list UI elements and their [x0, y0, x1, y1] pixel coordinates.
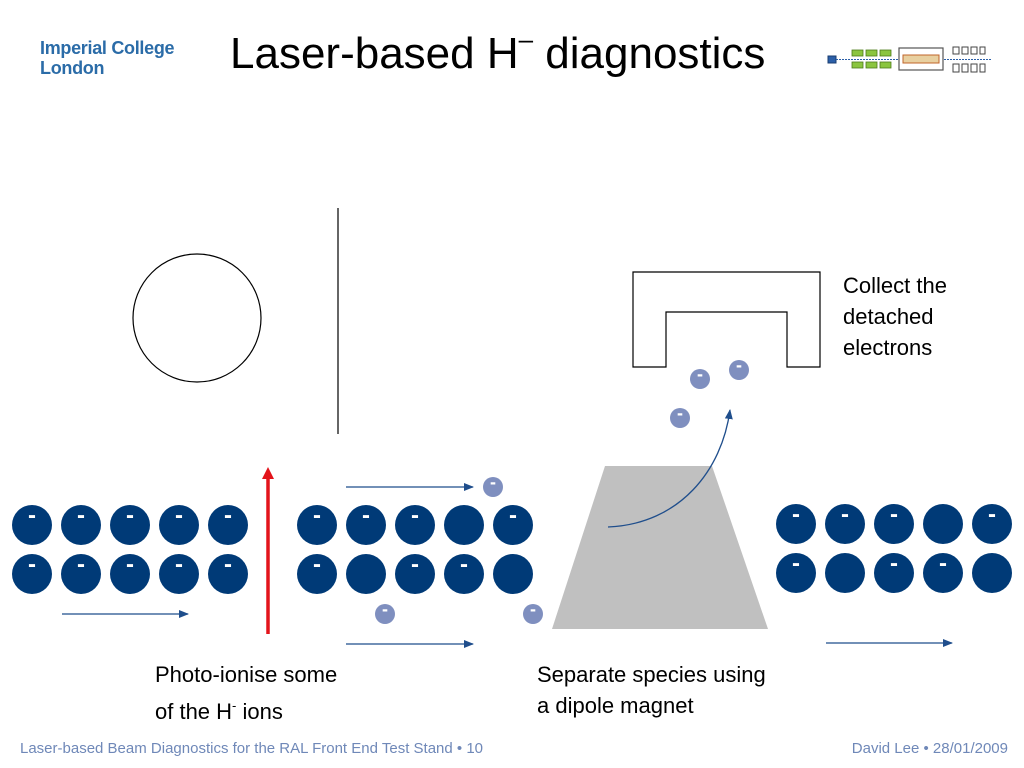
title-suffix: diagnostics: [533, 29, 766, 78]
h-minus-ion: -: [825, 501, 865, 544]
title-superscript: –: [518, 24, 534, 54]
detached-electron: -: [670, 403, 690, 428]
electron-charge-label: -: [530, 599, 536, 619]
neutral-h-atom: [346, 554, 386, 594]
h-minus-ion: -: [776, 501, 816, 544]
caption-photoionise-suffix: ions: [236, 699, 283, 724]
logo-line-2: London: [40, 58, 105, 78]
caption-photoionise: Photo-ionise some of the H- ions: [155, 659, 337, 727]
h-minus-ion: -: [297, 502, 337, 545]
ion-charge-label: -: [460, 551, 468, 578]
caption-collect-line-2: detached: [843, 304, 934, 329]
caption-photoionise-sup: -: [232, 698, 237, 713]
h-minus-ion: -: [346, 502, 386, 545]
ion-charge-label: -: [890, 550, 898, 577]
ion-charge-label: -: [77, 502, 85, 529]
logo-line-1: Imperial College: [40, 38, 175, 58]
ion-charge-label: -: [939, 550, 947, 577]
caption-separate-line-2: a dipole magnet: [537, 693, 694, 718]
ion-charge-label: -: [224, 502, 232, 529]
h-minus-ion: -: [110, 502, 150, 545]
ion-charge-label: -: [77, 551, 85, 578]
electron-deflection-arrow: [607, 409, 733, 528]
h-minus-ion: -: [395, 551, 435, 594]
electron-charge-label: -: [736, 355, 742, 375]
caption-separate-line-1: Separate species using: [537, 662, 766, 687]
h-minus-ion: -: [874, 550, 914, 593]
detached-electron: -: [375, 599, 395, 624]
electron-charge-label: -: [382, 599, 388, 619]
electron-charge-label: -: [490, 472, 496, 492]
detached-electron: -: [690, 364, 710, 389]
h-minus-ion: -: [61, 551, 101, 594]
ion-charge-label: -: [411, 502, 419, 529]
ion-charge-label: -: [175, 502, 183, 529]
h-minus-ion: -: [159, 502, 199, 545]
caption-separate: Separate species using a dipole magnet: [537, 659, 766, 721]
h-minus-ion: -: [395, 502, 435, 545]
h-minus-ion: -: [61, 502, 101, 545]
imperial-college-logo: Imperial College London: [40, 38, 175, 78]
footer-right: David Lee • 28/01/2009: [851, 740, 1008, 757]
ion-charge-label: -: [411, 551, 419, 578]
ion-charge-label: -: [224, 551, 232, 578]
dipole-magnet: [552, 466, 768, 629]
h-minus-ion: -: [208, 551, 248, 594]
h-minus-ion: -: [208, 502, 248, 545]
caption-collect-line-1: Collect the: [843, 273, 947, 298]
ion-charge-label: -: [175, 551, 183, 578]
laser-lens-circle: [132, 253, 262, 383]
ion-charge-label: -: [313, 502, 321, 529]
ion-charge-label: -: [792, 501, 800, 528]
beamline-icon: [827, 46, 992, 73]
ion-charge-label: -: [841, 501, 849, 528]
ion-charge-label: -: [126, 551, 134, 578]
caption-photoionise-line-2: of the H- ions: [155, 690, 337, 727]
neutral-h-atom: [825, 553, 865, 593]
neutral-h-atom: [972, 553, 1012, 593]
h-minus-ion: -: [159, 551, 199, 594]
h-minus-ion: -: [493, 502, 533, 545]
electron-charge-label: -: [697, 364, 703, 384]
ion-charge-label: -: [313, 551, 321, 578]
ion-charge-label: -: [362, 502, 370, 529]
h-minus-ion: -: [776, 550, 816, 593]
h-minus-ion: -: [444, 551, 484, 594]
neutral-h-atom: [493, 554, 533, 594]
h-minus-ion: -: [110, 551, 150, 594]
neutral-h-atom: [923, 504, 963, 544]
h-minus-ion: -: [12, 551, 52, 594]
h-minus-ion: -: [297, 551, 337, 594]
ion-charge-label: -: [126, 502, 134, 529]
caption-photoionise-prefix: of the H: [155, 699, 233, 724]
caption-collect-line-3: electrons: [843, 335, 933, 360]
footer-left: Laser-based Beam Diagnostics for the RAL…: [20, 740, 484, 757]
caption-collect: Collect the detached electrons: [843, 270, 947, 363]
h-minus-ion: -: [12, 502, 52, 545]
ion-charge-label: -: [28, 502, 36, 529]
detached-electron: -: [729, 355, 749, 380]
particle-layer: - - - - - - - - - - - - - - - - - - - - - - - - - - - - - -: [12, 355, 1012, 624]
ion-charge-label: -: [988, 501, 996, 528]
ion-charge-label: -: [509, 502, 517, 529]
caption-photoionise-line-1: Photo-ionise some: [155, 662, 338, 687]
h-minus-ion: -: [923, 550, 963, 593]
electron-collector: [632, 271, 821, 368]
electron-charge-label: -: [677, 403, 683, 423]
ion-charge-label: -: [792, 550, 800, 577]
slide-title: Laser-based H– diagnostics: [230, 24, 765, 79]
h-minus-ion: -: [874, 501, 914, 544]
h-minus-ion: -: [972, 501, 1012, 544]
ion-charge-label: -: [28, 551, 36, 578]
detached-electron: -: [523, 599, 543, 624]
detached-electron: -: [483, 472, 503, 497]
ion-charge-label: -: [890, 501, 898, 528]
title-text: Laser-based H: [230, 29, 519, 78]
neutral-h-atom: [444, 505, 484, 545]
